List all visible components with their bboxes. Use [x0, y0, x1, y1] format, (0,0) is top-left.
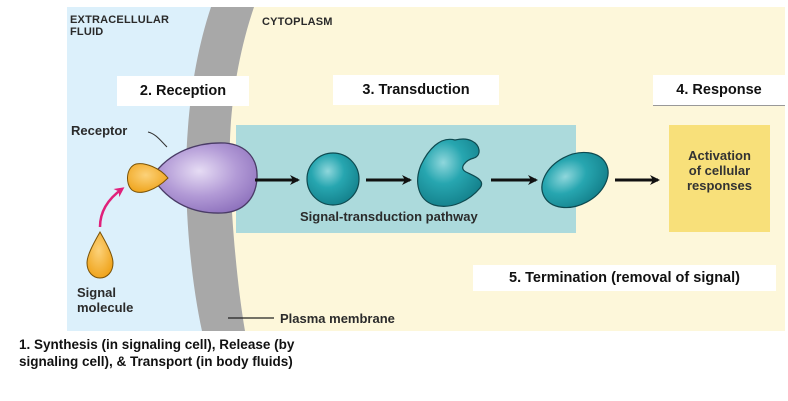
- signal-molecule-label: Signal molecule: [77, 285, 133, 315]
- binding-arrow: [98, 187, 125, 228]
- receptor-protein: [151, 142, 258, 214]
- extracellular-fluid-label: EXTRACELLULAR FLUID: [70, 14, 169, 38]
- step-transduction-label: 3. Transduction: [333, 75, 499, 105]
- plasma-membrane-label: Plasma membrane: [280, 311, 395, 326]
- relay-protein-2: [417, 138, 483, 207]
- bound-signal-molecule: [127, 163, 169, 193]
- signal-molecule: [86, 230, 114, 279]
- synthesis-caption-line1: 1. Synthesis (in signaling cell), Releas…: [19, 337, 295, 352]
- step-reception-label: 2. Reception: [117, 76, 249, 106]
- extracellular-label-line2: FLUID: [70, 26, 104, 38]
- response-text-line3: responses: [686, 178, 753, 193]
- signal-molecule-label-line2: molecule: [77, 300, 134, 315]
- pathway-label: Signal-transduction pathway: [300, 209, 478, 224]
- response-text-line2: of cellular: [688, 163, 751, 178]
- relay-protein-1: [306, 152, 360, 206]
- step-synthesis-caption: 1. Synthesis (in signaling cell), Releas…: [19, 336, 294, 370]
- synthesis-caption-line2: signaling cell), & Transport (in body fl…: [19, 354, 293, 369]
- signal-molecule-label-line1: Signal: [77, 285, 117, 300]
- extracellular-label-line1: EXTRACELLULAR: [70, 14, 170, 26]
- receptor-label: Receptor: [71, 123, 128, 138]
- step-response-label: 4. Response: [653, 75, 785, 106]
- cytoplasm-label: CYTOPLASM: [262, 16, 333, 28]
- response-box: [669, 125, 770, 232]
- step-termination-label: 5. Termination (removal of signal): [473, 265, 776, 291]
- relay-protein-3: [541, 151, 609, 209]
- receptor-leader-line: [147, 131, 168, 148]
- response-text-line1: Activation: [688, 148, 751, 163]
- response-text: Activation of cellular responses: [669, 148, 770, 193]
